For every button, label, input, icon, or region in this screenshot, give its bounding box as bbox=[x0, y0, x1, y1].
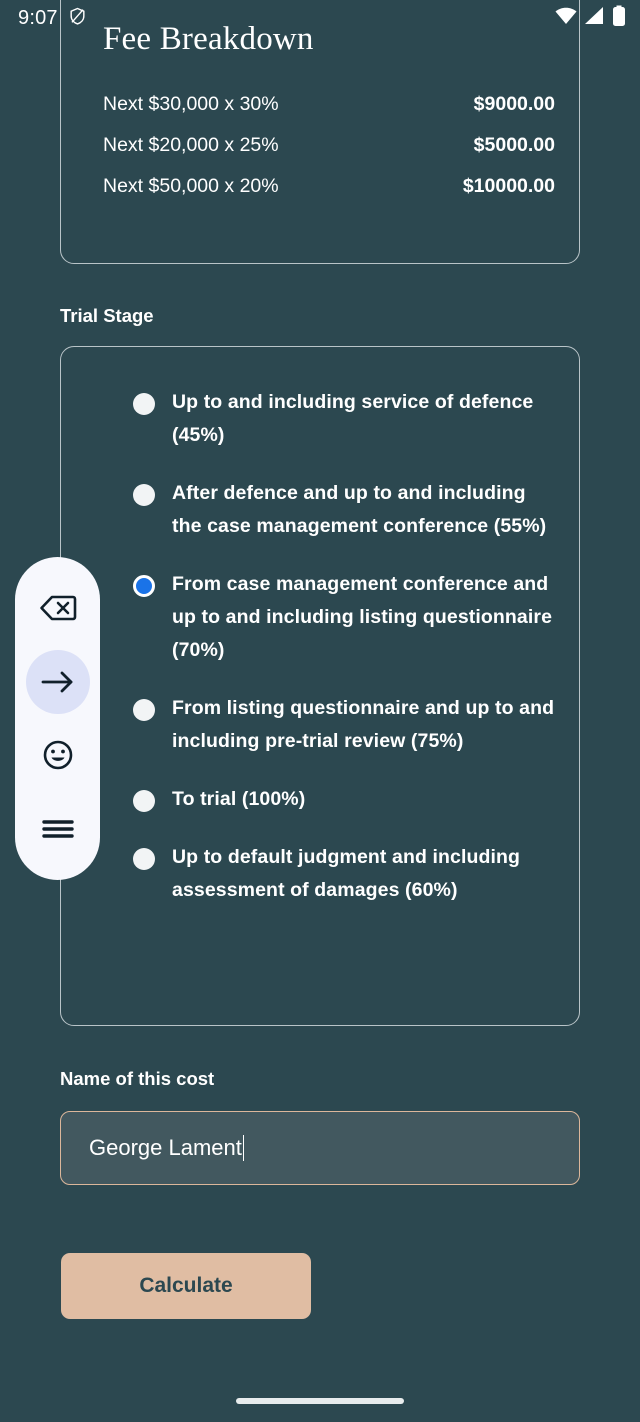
trial-stage-card: Up to and including service of defence (… bbox=[60, 346, 580, 1026]
radio-indicator[interactable] bbox=[133, 483, 155, 506]
radio-indicator-selected[interactable] bbox=[133, 574, 155, 597]
arrow-right-icon[interactable] bbox=[25, 649, 90, 714]
radio-option-listing-questionnaire[interactable]: From case management conference and up t… bbox=[133, 555, 555, 679]
battery-icon bbox=[612, 5, 626, 32]
fee-row-amount: $9000.00 bbox=[473, 93, 555, 115]
radio-option-label: From listing questionnaire and up to and… bbox=[172, 696, 555, 752]
radio-indicator[interactable] bbox=[133, 698, 155, 721]
radio-option-default-judgment[interactable]: Up to default judgment and including ass… bbox=[133, 828, 555, 919]
status-time: 9:07 bbox=[18, 6, 58, 29]
home-indicator bbox=[236, 1398, 404, 1404]
calculate-button[interactable]: Calculate bbox=[61, 1253, 311, 1319]
emoji-icon[interactable] bbox=[26, 723, 90, 787]
cost-name-label: Name of this cost bbox=[60, 1068, 215, 1089]
fee-breakdown-card: Fee Breakdown Next $30,000 x 30% $9000.0… bbox=[60, 0, 580, 264]
shield-vpn-icon bbox=[68, 5, 87, 32]
radio-indicator[interactable] bbox=[133, 847, 155, 870]
text-caret bbox=[242, 1135, 245, 1161]
fee-row-amount: $5000.00 bbox=[473, 134, 555, 156]
radio-indicator[interactable] bbox=[133, 392, 155, 415]
radio-option-pre-trial-review[interactable]: From listing questionnaire and up to and… bbox=[133, 679, 555, 770]
status-bar: 9:07 bbox=[0, 0, 640, 36]
fee-row-label: Next $50,000 x 20% bbox=[103, 175, 279, 197]
fee-row: Next $30,000 x 30% $9000.00 bbox=[103, 84, 555, 125]
fee-row: Next $20,000 x 25% $5000.00 bbox=[103, 125, 555, 166]
radio-option-label: Up to default judgment and including ass… bbox=[172, 845, 521, 901]
cost-name-input[interactable]: George Lament bbox=[60, 1111, 580, 1185]
fee-row-label: Next $30,000 x 30% bbox=[103, 93, 279, 115]
fee-breakdown-title: Fee Breakdown bbox=[103, 21, 314, 57]
radio-option-label: To trial (100%) bbox=[172, 787, 306, 810]
fee-row-amount: $10000.00 bbox=[462, 175, 555, 197]
fee-row-label: Next $20,000 x 25% bbox=[103, 134, 279, 156]
cellular-signal-icon bbox=[584, 6, 606, 31]
trial-stage-radio-group[interactable]: Up to and including service of defence (… bbox=[85, 373, 555, 919]
fee-breakdown-rows: Next $30,000 x 30% $9000.00 Next $20,000… bbox=[103, 84, 555, 207]
keyboard-floating-toolbar bbox=[15, 557, 100, 880]
wifi-icon bbox=[554, 6, 578, 31]
fee-row: Next $50,000 x 20% $10000.00 bbox=[103, 166, 555, 207]
cost-name-value: George Lament bbox=[89, 1135, 242, 1160]
status-bar-right bbox=[554, 5, 626, 32]
radio-option-label: Up to and including service of defence (… bbox=[172, 390, 534, 446]
radio-option-to-trial[interactable]: To trial (100%) bbox=[133, 770, 555, 828]
radio-option-service-of-defence[interactable]: Up to and including service of defence (… bbox=[133, 373, 555, 464]
menu-icon[interactable] bbox=[26, 797, 90, 861]
radio-option-case-management-conference[interactable]: After defence and up to and including th… bbox=[133, 464, 555, 555]
radio-indicator[interactable] bbox=[133, 789, 155, 812]
trial-stage-label: Trial Stage bbox=[60, 305, 154, 326]
radio-option-label: From case management conference and up t… bbox=[172, 572, 553, 661]
radio-option-label: After defence and up to and including th… bbox=[172, 481, 547, 537]
backspace-icon[interactable] bbox=[26, 576, 90, 640]
status-bar-left: 9:07 bbox=[18, 5, 87, 32]
